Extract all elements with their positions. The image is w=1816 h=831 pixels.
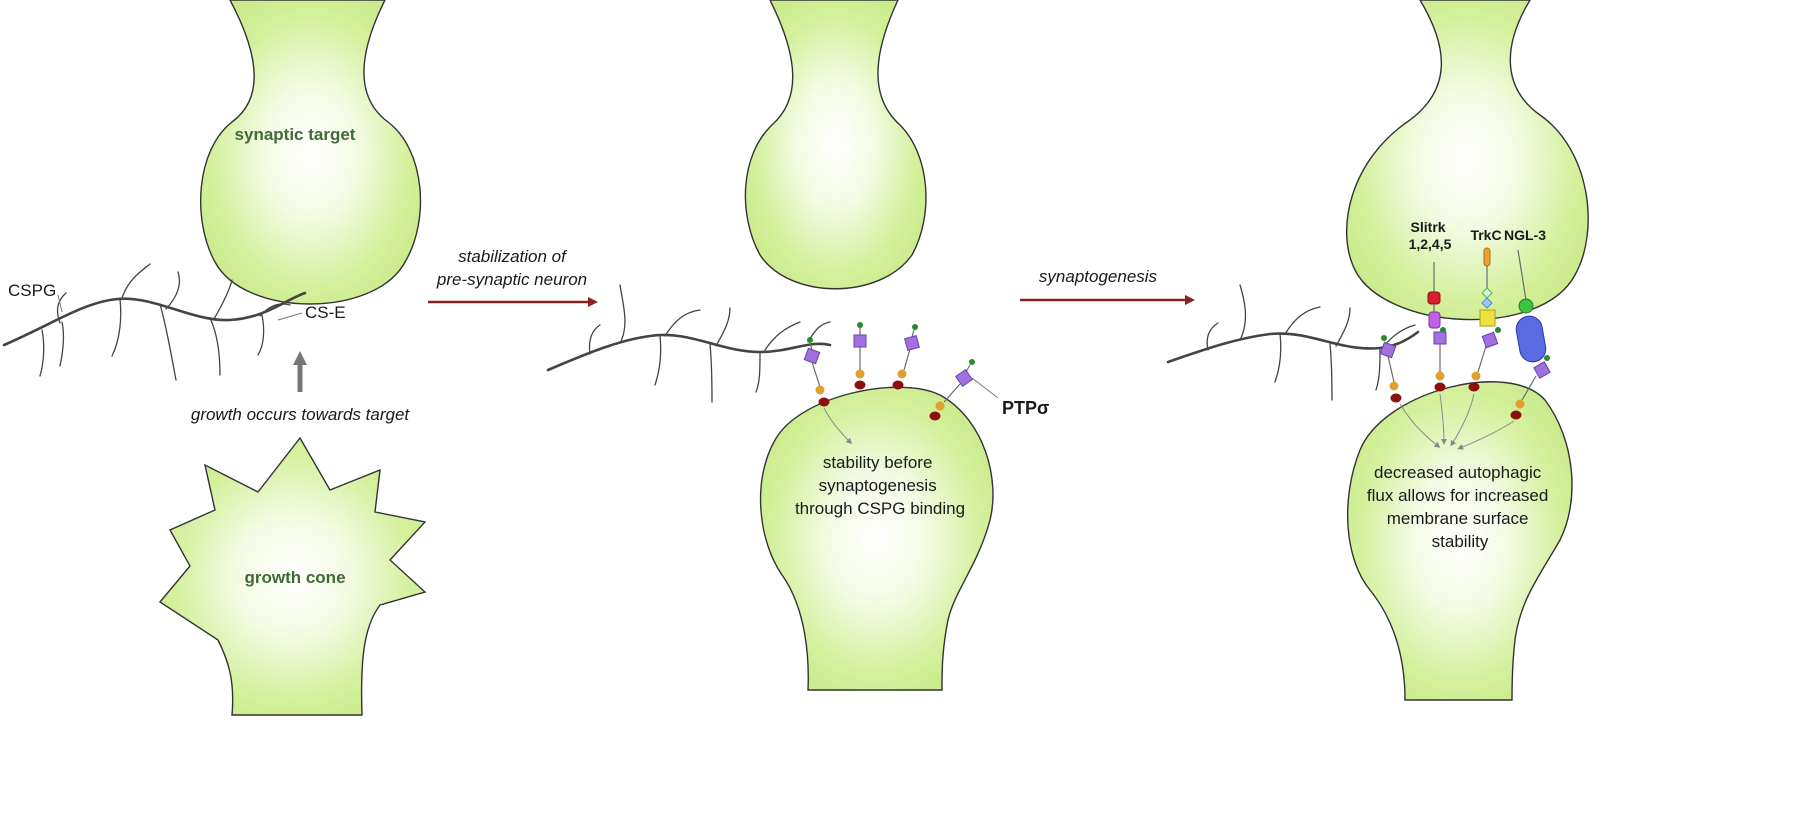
arrow2-label: synaptogenesis [1039,267,1158,286]
ptp-sigma-label: PTPσ [1002,398,1049,418]
growth-cone-label: growth cone [244,568,345,587]
arrow1-label-line1: stabilization of [458,247,568,266]
ptp-receptor [803,337,830,407]
cspg-leader-line [57,294,63,313]
synaptic-target-label: synaptic target [235,125,356,144]
stability-caption: stability before synaptogenesis through … [795,453,965,518]
trkc-label: TrkC [1470,227,1501,243]
slitrk-complex [1427,262,1447,392]
panel-synaptogenesis: Slitrk 1,2,4,5 TrkC NGL-3 decreased auto… [1166,0,1589,701]
trkc-complex [1468,247,1501,392]
slitrk-label: Slitrk 1,2,4,5 [1409,219,1452,252]
cspg-label: CSPG [8,281,56,300]
cse-label: CS-E [305,303,346,322]
ptp-receptor [892,324,920,390]
cspg-chain-2 [546,284,832,403]
growth-occurs-text: growth occurs towards target [191,405,411,424]
panel-initial-growth: synaptic target CSPG CS-E growth occurs … [2,0,427,716]
postsynaptic-target-cell-2 [744,0,927,290]
synaptic-target-cell [200,0,422,305]
ptp-receptor [1379,335,1402,403]
presynaptic-neuron-3 [1347,381,1573,701]
presynaptic-neuron-2 [759,386,994,691]
ptp-receptor [929,359,975,421]
autophagic-caption: decreased autophagic flux allows for inc… [1367,463,1553,551]
signal-curves-2 [823,407,853,445]
signal-curves-3 [1399,393,1515,450]
postsynaptic-target-cell-3 [1345,0,1589,321]
arrow1-label-line2: pre-synaptic neuron [436,270,587,289]
cspg-chain-3 [1166,284,1420,401]
transition-arrow-2: synaptogenesis [1020,267,1195,305]
cspg-chain [2,263,307,381]
cse-leader-line [277,312,303,321]
ptp-leader-line [971,377,999,399]
ngl3-complex [1510,249,1551,420]
ptp-receptor [853,322,867,390]
growth-cone-cell [158,436,427,716]
panel-stabilization: PTPσ stability before synaptogenesis thr… [546,0,1049,691]
ngl3-label: NGL-3 [1504,227,1546,243]
transition-arrow-1: stabilization of pre-synaptic neuron [428,247,598,307]
